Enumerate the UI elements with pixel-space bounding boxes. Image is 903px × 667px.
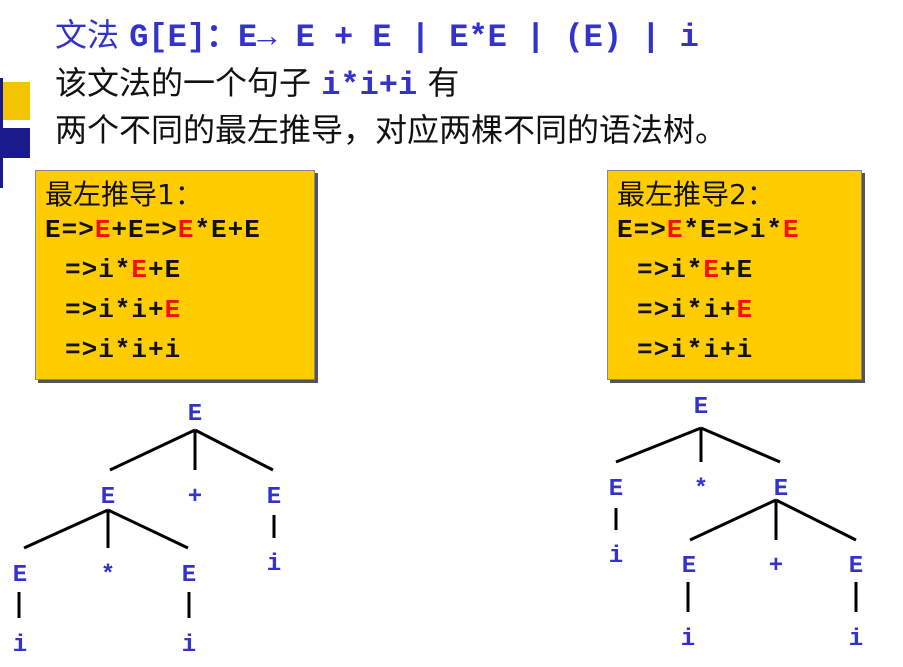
tree2-node-E-right: E: [774, 476, 788, 503]
expanded-nonterminal: E: [703, 255, 721, 285]
derivation-text: =>i*i+i: [65, 335, 182, 365]
tree1-node-root: E: [188, 401, 202, 428]
derivation1-step-3: =>i*i+E: [65, 295, 181, 325]
derivation-box-2: 最左推导2： E=>E*E=>i*E=>i*E+E=>i*i+E=>i*i+i: [607, 170, 862, 380]
tree1-node-E-ll: E: [13, 562, 27, 589]
derivation-1-title: 最左推导1：: [45, 178, 203, 211]
derivation-text: *E+E: [194, 215, 261, 245]
tree1-leaf-i-ll: i: [13, 632, 27, 659]
decor-bar-navy: [0, 128, 30, 158]
grammar-rule: G[E]：E→ E + E | E*E | (E) | i: [129, 19, 699, 56]
tree2-leaf-i-rr: i: [849, 626, 863, 653]
derivation2-step-4: =>i*i+i: [637, 335, 753, 365]
tree2-leaf-i-left: i: [609, 543, 623, 570]
expanded-nonterminal: E: [666, 215, 684, 245]
tree2-leaf-i-rl: i: [681, 626, 695, 653]
tree2-node-plus: +: [769, 553, 783, 580]
derivation-text: +E=>: [111, 215, 178, 245]
tree1-node-E-right: E: [267, 484, 281, 511]
grammar-heading: 文法 G[E]：E→ E + E | E*E | (E) | i: [55, 10, 699, 56]
derivation-text: E=>: [45, 215, 95, 245]
derivation-text: +E: [720, 255, 754, 285]
decor-bar-gold: [0, 82, 30, 120]
expanded-nonterminal: E: [131, 255, 149, 285]
derivation1-step-1: E=>E+E=>E*E+E: [45, 215, 261, 245]
derivation-text: =>i*: [637, 255, 704, 285]
expanded-nonterminal: E: [164, 295, 182, 325]
tree2-node-star: *: [694, 476, 708, 503]
tree2-node-E-left: E: [609, 476, 623, 503]
derivation-text: +E: [148, 255, 182, 285]
derivation-text: =>i*i+: [637, 295, 737, 325]
derivation-text: *E=>i*: [683, 215, 784, 245]
tree-2-edges: [614, 426, 858, 612]
tree-1-edges: [17, 428, 276, 618]
grammar-prefix: 文法: [55, 16, 120, 54]
derivation-text: =>i*i+i: [637, 335, 754, 365]
tree1-leaf-i-right: i: [267, 551, 281, 578]
tree2-node-E-rl: E: [682, 553, 696, 580]
tree2-node-E-rr: E: [849, 553, 863, 580]
derivation2-step-2: =>i*E+E: [637, 255, 753, 285]
tree1-node-plus: +: [188, 484, 202, 511]
tree1-node-E-lr: E: [182, 562, 196, 589]
derivation-2-title: 最左推导2：: [617, 178, 775, 211]
derivation2-step-1: E=>E*E=>i*E: [617, 215, 800, 245]
derivation-text: E=>: [617, 215, 667, 245]
expanded-nonterminal: E: [177, 215, 195, 245]
derivation-box-1: 最左推导1： E=>E+E=>E*E+E=>i*E+E=>i*i+E=>i*i+…: [35, 170, 315, 380]
tree1-leaf-i-lr: i: [182, 632, 196, 659]
tree1-node-star: *: [101, 562, 115, 589]
tree1-node-E-left: E: [101, 484, 115, 511]
derivation2-step-3: =>i*i+E: [637, 295, 753, 325]
derivation1-step-4: =>i*i+i: [65, 335, 181, 365]
description-line: 两个不同的最左推导，对应两棵不同的语法树。: [55, 111, 728, 149]
derivation-text: =>i*: [65, 255, 132, 285]
sentence-post: 有: [427, 64, 460, 102]
expanded-nonterminal: E: [783, 215, 800, 245]
expanded-nonterminal: E: [736, 295, 754, 325]
expanded-nonterminal: E: [94, 215, 112, 245]
sentence-value: i*i+i: [321, 67, 418, 104]
decor-bar-line: [0, 78, 3, 188]
sentence-line: 该文法的一个句子 i*i+i 有: [55, 58, 459, 104]
derivation1-step-2: =>i*E+E: [65, 255, 181, 285]
derivation-text: =>i*i+: [65, 295, 165, 325]
tree2-node-root: E: [694, 394, 708, 421]
sentence-pre: 该文法的一个句子: [55, 64, 312, 102]
